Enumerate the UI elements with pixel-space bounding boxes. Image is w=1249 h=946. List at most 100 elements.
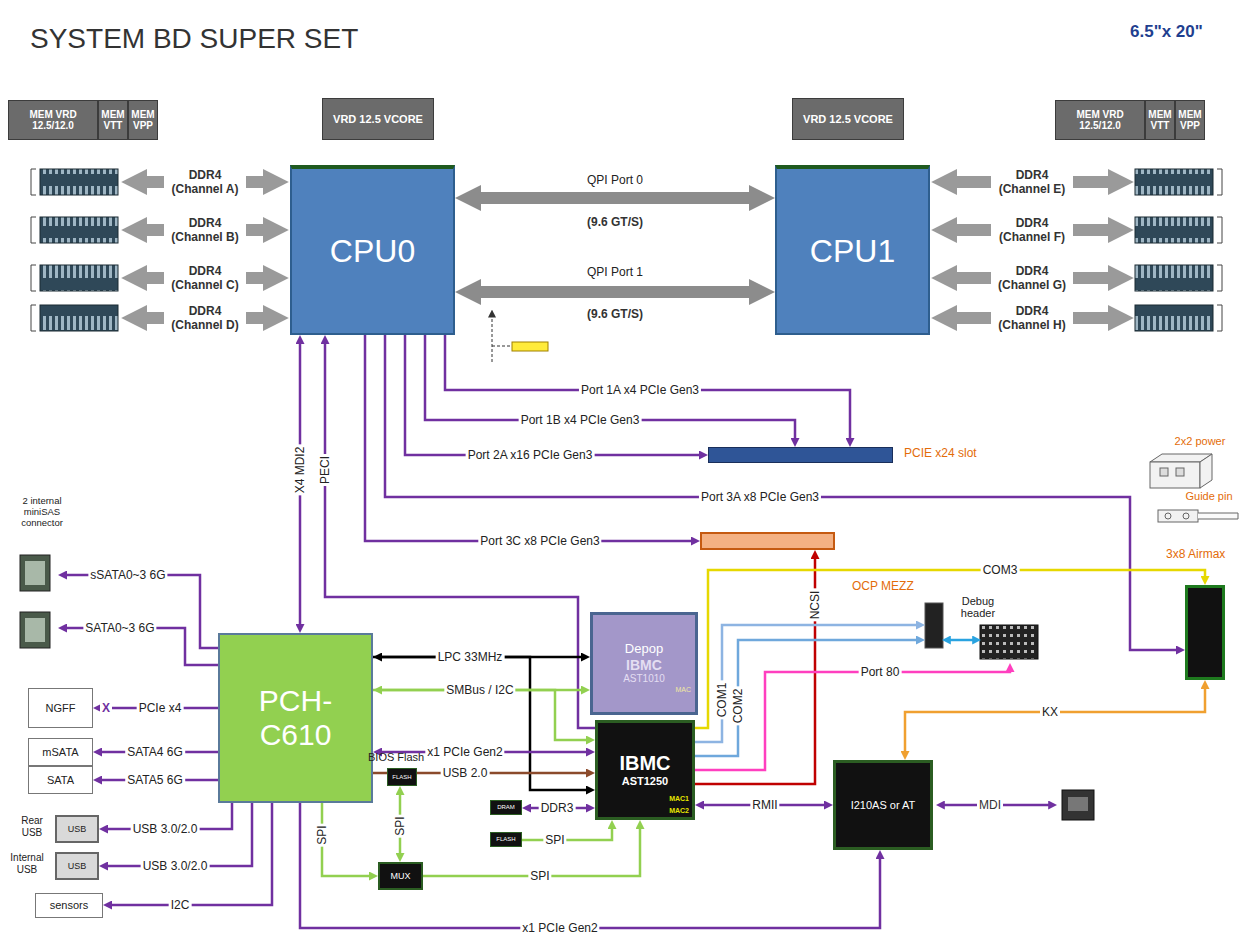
bus-label: Port 80 (859, 665, 902, 679)
bus-label: PCIe x4 (137, 701, 184, 715)
regulator-box: MEM VRD 12.5/12.0 (8, 100, 98, 140)
mezzanine-slot: OCP MEZZ (700, 532, 835, 550)
bus-label: RMII (750, 798, 779, 812)
bus-connector (905, 687, 1205, 753)
bus-connector (476, 286, 754, 298)
bus-connector (445, 335, 850, 440)
bus-label: X4 MDI2 (293, 445, 307, 496)
bus-connector (65, 575, 218, 648)
signal-label: DDR4 (Channel E) (991, 168, 1073, 197)
signal-label: MDI (977, 798, 1003, 812)
regulator-box: VRD 12.5 VCORE (792, 98, 904, 140)
node-text: AST1010 (623, 673, 665, 685)
bus-label: I2C (169, 898, 192, 912)
memory-chip: DRAM (490, 800, 522, 815)
node-text: sensors (50, 899, 89, 912)
regulator-box: MEM VPP (128, 100, 158, 140)
bus-label: COM3 (981, 563, 1020, 577)
node-text: 2 internal miniSAS connector (10, 496, 74, 529)
bus-connector (300, 803, 880, 928)
bus-label: LPC 33MHz (436, 650, 505, 664)
part-label: 2x2 power (1165, 433, 1235, 449)
bus-label: PECI (318, 454, 332, 486)
bus-connector (522, 827, 612, 840)
bus-connector (476, 192, 754, 204)
bus-connector (695, 640, 918, 756)
node-text: PCH-C610 (238, 684, 353, 753)
bus-label: SATA5 6G (125, 773, 185, 787)
bus-label: x1 PCIe Gen2 (520, 921, 599, 935)
bus-connector (110, 803, 272, 905)
signal-label: DDR4 (Channel D) (164, 304, 246, 333)
regulator-box: MEM VPP (1175, 100, 1205, 140)
device-box: NGFF (28, 688, 93, 728)
bus-label: NCSI (808, 589, 822, 622)
node-text: FLASH (392, 774, 411, 781)
node-text: MAC2 (669, 807, 689, 815)
node-text: OCP MEZZ (852, 580, 914, 594)
bus-label: KX (1040, 705, 1060, 719)
node-text: CPU0 (330, 233, 415, 270)
node-text: FLASH (496, 836, 515, 843)
bus-label: QPI Port 0 (585, 173, 645, 187)
airmax-connector: 3x8 Airmax (1185, 585, 1225, 680)
debug-header: Debug header (925, 595, 1045, 663)
node-text: 3x8 Airmax (1166, 548, 1225, 562)
bus-connector (695, 570, 1205, 728)
bus-connector (695, 625, 918, 742)
pcie-slot: PCIE x24 slot (708, 447, 893, 463)
bus-connector (405, 335, 701, 455)
node-text: IBMC (626, 657, 662, 673)
device-box: sensors (35, 893, 103, 918)
signal-label: DDR4 (Channel A) (164, 168, 246, 197)
node-text: Debug header (953, 595, 1003, 619)
bus-label: SPI (315, 823, 329, 846)
node-text: PCIE x24 slot (904, 447, 977, 461)
signal-label: DDR4 (Channel H) (991, 304, 1073, 333)
bus-connector (373, 657, 588, 790)
bmc-chip: IBMCAST1250MAC1MAC2 (595, 720, 695, 820)
guide-pin-icon (1158, 510, 1238, 522)
bus-connector (373, 690, 588, 740)
bus-label: Port 1A x4 PCIe Gen3 (579, 383, 701, 397)
bus-label: COM1 (715, 681, 729, 720)
node-text: SATA (47, 774, 74, 787)
bus-connector (365, 335, 693, 541)
bus-label: COM2 (731, 687, 745, 726)
flash-chip: FLASH (490, 832, 522, 847)
node-text: MAC (675, 686, 691, 694)
bus-label: USB 3.0/2.0 (131, 822, 200, 836)
signal-label: DDR4 (Channel C) (164, 264, 246, 293)
node-text: USB (68, 824, 87, 834)
bus-connector (106, 803, 252, 866)
bus-connector (695, 670, 1010, 770)
bus-label: Port 2A x16 PCIe Gen3 (466, 448, 595, 462)
node-text: Depop (625, 642, 663, 657)
signal-label: DDR4 (Channel F) (991, 216, 1073, 245)
regulator-box: MEM VTT (1145, 100, 1175, 140)
minisas-connectors (20, 555, 50, 648)
signal-label: DDR4 (Channel G) (991, 264, 1073, 293)
device-box: mSATA (28, 738, 93, 766)
nic-chip: I210AS or AT (833, 760, 933, 850)
cpu-box: CPU1 (775, 165, 930, 335)
node-text: MEM VRD 12.5/12.0 (10, 109, 96, 132)
device-box: SATA (28, 766, 93, 794)
regulator-box: VRD 12.5 VCORE (322, 98, 434, 140)
debug-probe (492, 316, 548, 362)
minisas-connector: 2 internal miniSAS connector (18, 552, 58, 652)
bus-label: DDR3 (539, 801, 576, 815)
node-text: VRD 12.5 VCORE (333, 113, 423, 126)
node-text: MEM VTT (100, 109, 126, 132)
bus-label: USB 2.0 (441, 766, 490, 780)
bus-label: Port 1B x4 PCIe Gen3 (519, 413, 642, 427)
chipset-box: PCH-C610 (218, 633, 373, 803)
bus-label: Port 3C x8 PCIe Gen3 (478, 534, 601, 548)
marker-text: X (100, 701, 112, 715)
node-text: CPU1 (810, 233, 895, 270)
node-text: mSATA (42, 746, 78, 759)
bus-label: SATA0~3 6G (83, 621, 156, 635)
cpu-box: CPU0 (290, 165, 455, 335)
usb-port: Internal USBUSB (55, 852, 99, 880)
